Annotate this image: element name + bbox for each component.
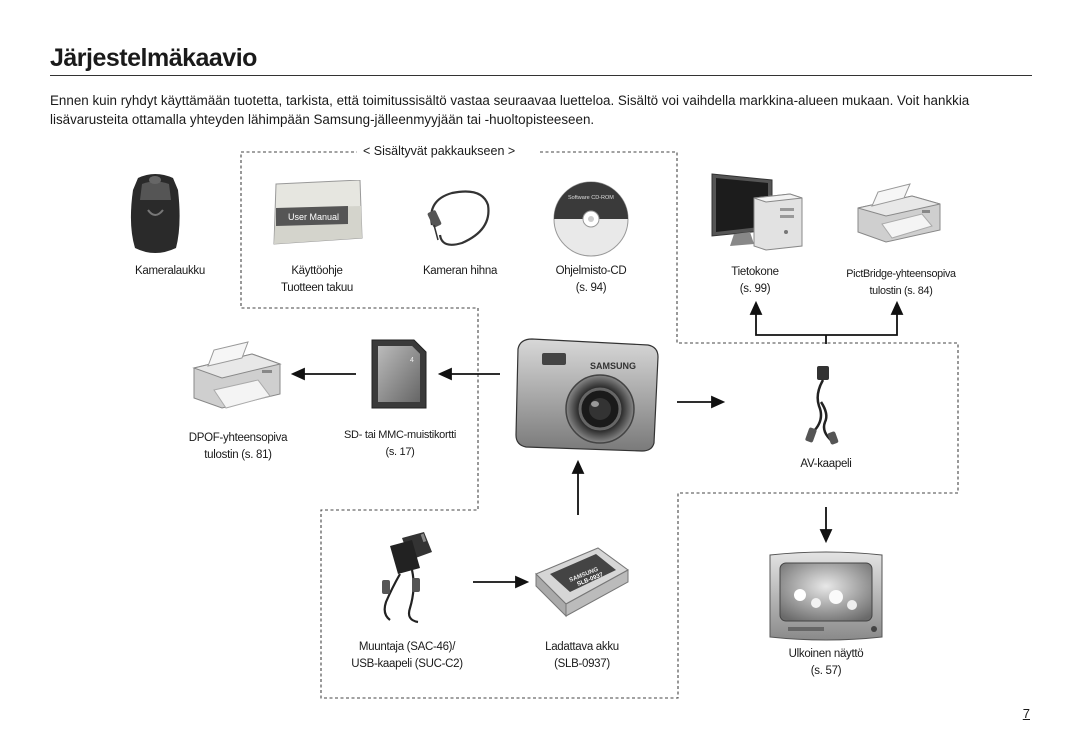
page-title: Järjestelmäkaavio	[50, 44, 257, 72]
cd-rom-icon: Software CD-ROM	[553, 181, 629, 257]
computer-icon	[711, 173, 803, 251]
user-manual-icon: User Manual	[273, 180, 363, 245]
intro-paragraph: Ennen kuin ryhdyt käyttämään tuotetta, t…	[50, 93, 970, 127]
manual-label: Käyttöohje Tuotteen takuu	[280, 265, 354, 294]
wrist-strap-icon	[427, 190, 490, 246]
svg-text:User Manual: User Manual	[288, 212, 339, 222]
adapter-label: Muuntaja (SAC-46)/ USB-kaapeli (SUC-C2)	[351, 641, 463, 670]
memory-card-icon: 4	[371, 339, 427, 409]
svg-text:4: 4	[410, 357, 414, 364]
monitor-label: Ulkoinen näyttö (s. 57)	[788, 648, 864, 677]
pictbridge-label: PictBridge-yhteensopiva tulostin (s. 84)	[846, 268, 956, 297]
dpof-printer-icon	[192, 341, 282, 409]
battery-icon: SAMSUNG SLB-0937	[535, 547, 629, 618]
tv-monitor-icon	[769, 551, 883, 641]
battery-label: Ladattava akku (SLB-0937)	[545, 641, 619, 670]
strap-label: Kameran hihna	[422, 265, 498, 277]
camera-case-label: Kameralaukku	[135, 265, 205, 277]
computer-label: Tietokone (s. 99)	[731, 266, 779, 295]
sdcard-label: SD- tai MMC-muistikortti (s. 17)	[344, 429, 456, 458]
package-contents-label: < Sisältyvät pakkaukseen >	[357, 144, 522, 158]
title-rule	[50, 75, 1032, 76]
svg-text:SAMSUNG: SAMSUNG	[590, 361, 636, 371]
page-number: 7	[1022, 706, 1030, 721]
dpof-label: DPOF-yhteensopiva tulostin (s. 81)	[188, 432, 288, 461]
pictbridge-printer-icon	[857, 183, 941, 243]
av-cable-icon	[805, 366, 839, 445]
digital-camera-icon: SAMSUNG	[515, 338, 659, 452]
svg-text:Software CD-ROM: Software CD-ROM	[568, 195, 614, 201]
cd-label: Ohjelmisto-CD (s. 94)	[555, 265, 627, 294]
ac-adapter-icon	[382, 532, 432, 624]
av-cable-label: AV-kaapeli	[800, 458, 852, 470]
camera-case-icon	[130, 174, 180, 253]
